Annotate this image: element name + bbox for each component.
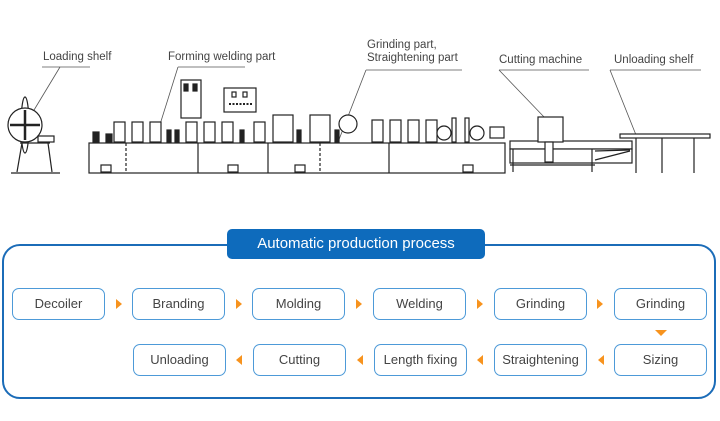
main-bed-drawing [88, 142, 506, 174]
step-welding: Welding [373, 288, 466, 320]
step-grinding-2: Grinding [614, 288, 707, 320]
arrow-left-icon [477, 355, 483, 365]
arrow-right-icon [116, 299, 122, 309]
cutting-machine-drawing [509, 116, 633, 172]
process-title: Automatic production process [227, 229, 485, 259]
label-forming-welding-part: Forming welding part [168, 51, 276, 63]
arrow-down-icon [655, 330, 667, 336]
arrow-left-icon [598, 355, 604, 365]
arrow-right-icon [477, 299, 483, 309]
roller-stands-drawing [113, 114, 505, 143]
label-straightening-part: Straightening part [367, 52, 458, 64]
step-grinding-1: Grinding [494, 288, 587, 320]
arrow-right-icon [236, 299, 242, 309]
production-line-drawing [7, 66, 711, 174]
arrow-left-icon [357, 355, 363, 365]
arrow-right-icon [356, 299, 362, 309]
process-frame [2, 244, 716, 399]
step-molding: Molding [252, 288, 345, 320]
arrow-left-icon [236, 355, 242, 365]
label-unloading-shelf: Unloading shelf [614, 54, 694, 66]
label-cutting-machine: Cutting machine [499, 54, 583, 66]
step-branding: Branding [132, 288, 225, 320]
decoiler-drawing [7, 96, 60, 174]
step-sizing: Sizing [614, 344, 707, 376]
step-unloading: Unloading [133, 344, 226, 376]
arrow-right-icon [597, 299, 603, 309]
step-straightening: Straightening [494, 344, 587, 376]
unloading-shelf-drawing [619, 133, 711, 173]
label-loading-shelf: Loading shelf [43, 51, 112, 63]
label-grinding-part: Grinding part, [367, 39, 437, 51]
step-cutting: Cutting [253, 344, 346, 376]
step-length-fixing: Length fixing [374, 344, 467, 376]
step-decoiler: Decoiler [12, 288, 105, 320]
